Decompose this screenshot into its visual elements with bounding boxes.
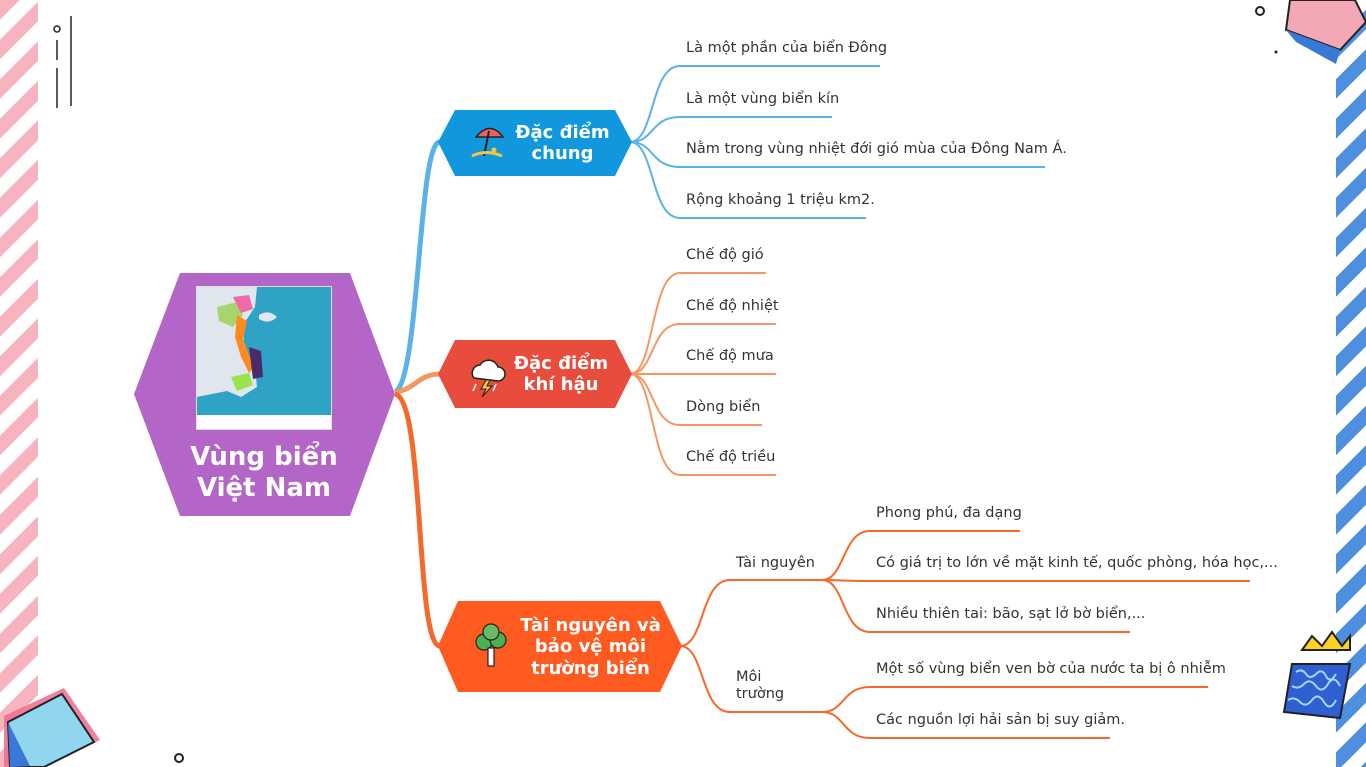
branch-1-item-3: Nằm trong vùng nhiệt đới gió mùa của Đôn… (686, 141, 1067, 157)
sub-branch-resources-label: Tài nguyên (736, 555, 815, 571)
branch-2-leaf-lines (629, 272, 776, 476)
branch-2-item-1: Chế độ gió (686, 247, 764, 263)
bottom-right-crown-decoration (1282, 630, 1352, 720)
resources-item-2: Có giá trị to lớn về mặt kinh tế, quốc p… (876, 555, 1278, 571)
branch-3-node-shape (438, 601, 682, 692)
connector-branch-2 (394, 371, 441, 395)
left-stripe-decoration (0, 0, 38, 767)
branch-2-title-line-2: khí hậu (523, 374, 599, 395)
branch-1-node-shape (438, 110, 632, 176)
storm-cloud-icon (471, 359, 506, 398)
branch-2-item-3: Chế độ mưa (686, 348, 774, 364)
branch-3-lines (679, 530, 1250, 739)
branch-2-item-4: Dòng biển (686, 399, 761, 415)
connector-branch-3 (393, 391, 442, 649)
branch-2-title-line-1: Đặc điểm (513, 352, 609, 374)
branch-1-item-2: Là một vùng biển kín (686, 91, 840, 107)
branch-1-item-1: Là một phần của biển Đông (686, 40, 888, 56)
branch-2-item-5: Chế độ triều (686, 449, 776, 465)
branch-1-leaf-lines (629, 65, 1045, 219)
branch-1-item-4: Rộng khoảng 1 triệu km2. (686, 192, 875, 208)
map-illustration (197, 287, 331, 429)
branch-1-title-line-1: Đặc điểm (515, 121, 610, 143)
branch-3-title-line-3: trường biển (531, 657, 650, 679)
sub-branch-environment-line-1: Môi (736, 669, 762, 685)
top-right-cube-decoration (1255, 0, 1366, 64)
vietnam-sea-map-image (196, 286, 332, 430)
environment-item-2: Các nguồn lợi hải sản bị suy giảm. (876, 712, 1125, 728)
resources-item-1: Phong phú, đa dạng (876, 505, 1022, 521)
resources-item-3: Nhiều thiên tai: bão, sạt lở bờ biển,... (876, 606, 1146, 622)
tree-icon (475, 623, 507, 667)
central-title-line-2: Việt Nam (196, 473, 332, 503)
sub-branch-environment-label: Môi trường (736, 669, 784, 704)
top-left-decoration (53, 16, 72, 108)
sub-branch-environment-line-2: trường (736, 686, 785, 703)
bottom-left-cube-decoration (4, 688, 184, 767)
branch-3-title-line-1: Tài nguyên và (520, 615, 661, 637)
branch-2-item-2: Chế độ nhiệt (686, 298, 779, 314)
connector-branch-1 (393, 139, 442, 395)
branch-1-title-line-2: chung (531, 143, 594, 164)
environment-item-1: Một số vùng biển ven bờ của nước ta bị ô… (876, 661, 1226, 677)
central-title-line-1: Vùng biển (190, 442, 338, 473)
branch-3-title-line-2: bảo vệ môi (534, 636, 647, 658)
beach-umbrella-icon (471, 127, 505, 158)
